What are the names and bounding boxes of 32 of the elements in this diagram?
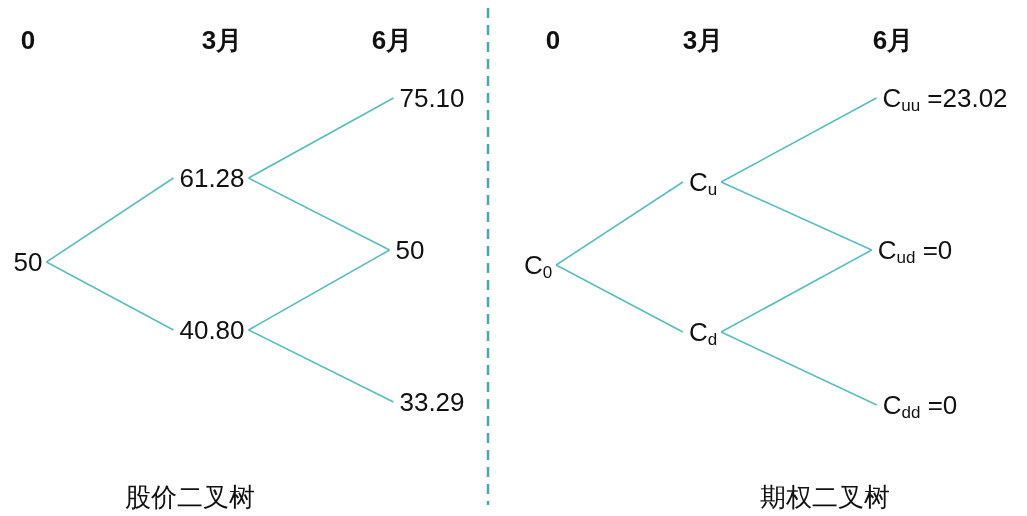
value-label: 50 xyxy=(13,247,43,277)
value-label: 40.80 xyxy=(179,315,245,345)
value-label: C$_{dd}$ =0 xyxy=(882,390,958,420)
value-label: C$_{uu}$ =23.02 xyxy=(882,83,1008,113)
tree-branch xyxy=(45,177,175,263)
tree-branch xyxy=(555,264,684,333)
period-heading: 6月 xyxy=(371,25,413,55)
tree-caption: 期权二叉树 xyxy=(760,482,890,512)
value-label: 61.28 xyxy=(179,163,245,193)
value-label: 33.29 xyxy=(399,387,465,417)
period-heading: 6月 xyxy=(872,25,914,55)
tree-branch xyxy=(247,329,395,403)
period-heading: 3月 xyxy=(201,25,243,55)
period-heading: 0 xyxy=(20,25,36,55)
value-label: 75.10 xyxy=(399,83,465,113)
tree-branch xyxy=(555,181,684,266)
tree-branch xyxy=(720,249,873,333)
tree-branch xyxy=(45,261,175,331)
value-label: C$_{u}$ xyxy=(688,167,718,197)
value-label: C$_{0}$ xyxy=(523,250,553,280)
period-heading: 3月 xyxy=(682,25,724,55)
tree-branch xyxy=(720,181,873,251)
value-label: C$_{d}$ xyxy=(688,317,718,347)
period-heading: 0 xyxy=(545,25,561,55)
tree-branch xyxy=(247,97,395,179)
tree-branch xyxy=(720,331,878,406)
tree-branch xyxy=(247,177,391,251)
tree-branch xyxy=(247,249,391,331)
tree-branch xyxy=(720,97,878,183)
value-label: 50 xyxy=(395,235,425,265)
value-label: C$_{ud}$ =0 xyxy=(877,235,953,265)
tree-caption: 股价二叉树 xyxy=(125,482,255,512)
